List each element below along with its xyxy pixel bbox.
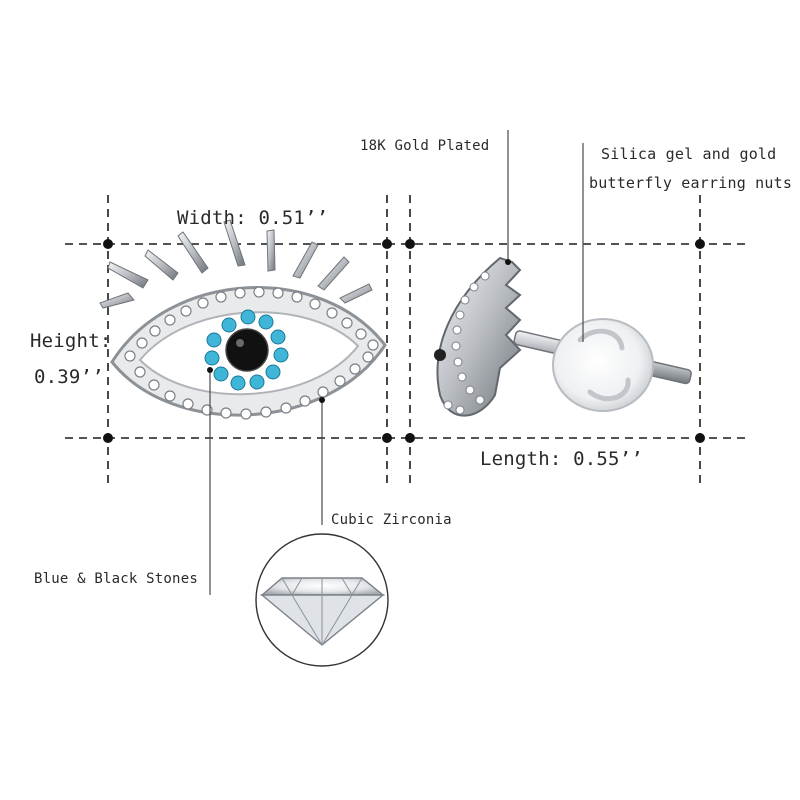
width-label: Width: 0.51’’ bbox=[177, 207, 329, 229]
pave-stones bbox=[124, 286, 379, 420]
stones-label: Blue & Black Stones bbox=[34, 571, 198, 587]
earring-nuts-label-line1: Silica gel and gold bbox=[601, 145, 777, 163]
diamond-facets bbox=[281, 577, 363, 646]
leader-dot-gold bbox=[505, 259, 511, 265]
pupil-highlight bbox=[236, 339, 244, 347]
cubic-zirconia-inset bbox=[255, 533, 389, 667]
side-pave-stones bbox=[443, 271, 490, 415]
gold-plated-label: 18K Gold Plated bbox=[360, 138, 490, 154]
cubic-zirconia-label: Cubic Zirconia bbox=[331, 512, 452, 528]
turquoise-stones bbox=[204, 309, 289, 391]
black-pupil-stone bbox=[225, 328, 269, 372]
height-label: Height: bbox=[30, 330, 112, 352]
side-lash-stack bbox=[436, 256, 522, 417]
butterfly-nut-curls bbox=[577, 328, 631, 402]
side-dark-stone bbox=[434, 349, 446, 361]
evil-eye-earring-front bbox=[99, 219, 387, 420]
earring-nuts-label-line2: butterfly earring nuts bbox=[589, 174, 793, 192]
guide-dots bbox=[103, 239, 705, 443]
length-label: Length: 0.55’’ bbox=[480, 448, 643, 470]
leader-lines bbox=[209, 130, 584, 595]
height-value-label: 0.39’’ bbox=[34, 366, 104, 388]
earring-side-view bbox=[434, 256, 692, 417]
leader-dot-zirconia bbox=[319, 397, 325, 403]
eyelashes bbox=[99, 219, 373, 309]
leader-dot-stones bbox=[207, 367, 213, 373]
